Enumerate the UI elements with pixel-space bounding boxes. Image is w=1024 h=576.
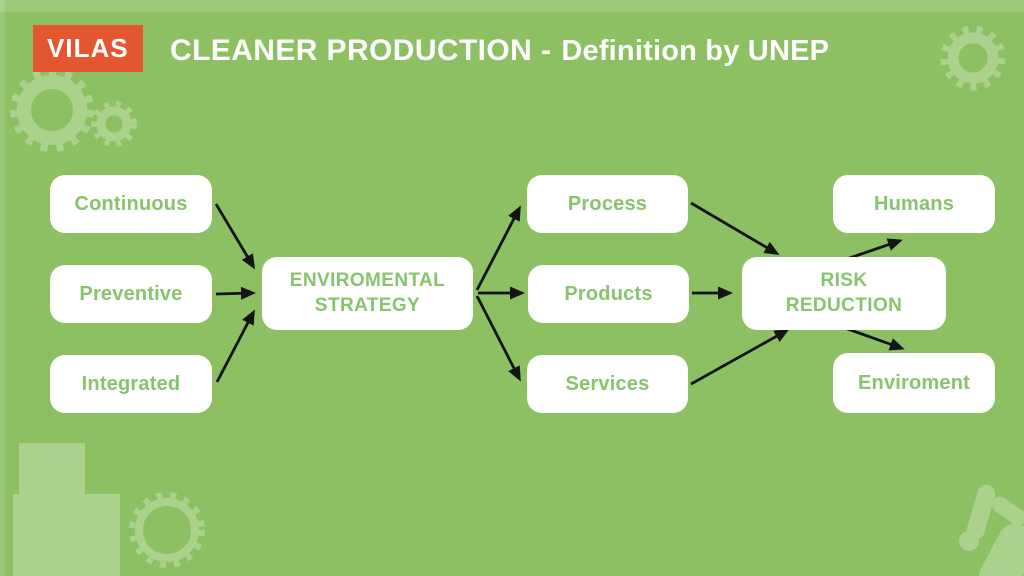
vilas-logo: VILAS [33, 25, 143, 72]
title-sub: Definition by UNEP [561, 34, 830, 67]
arrow-strategy-process [475, 205, 521, 291]
node-label: Continuous [74, 192, 188, 215]
gear-icon [129, 492, 205, 568]
left-edge-strip [0, 0, 5, 576]
node-services: Services [527, 355, 688, 413]
node-integrated: Integrated [50, 355, 212, 413]
page-title: CLEANER PRODUCTION - Definition by UNEP [170, 31, 829, 71]
node-process: Process [527, 175, 688, 233]
node-label: ENVIROMENTAL STRATEGY [289, 269, 446, 316]
arrow-integrated-strategy [215, 309, 255, 383]
node-risk-reduction: RISK REDUCTION [742, 257, 946, 330]
arrow-risk-enviroment [844, 326, 905, 351]
decoration-group [10, 25, 1024, 576]
gear-icon [91, 101, 137, 147]
node-enviroment: Enviroment [833, 353, 995, 413]
crate-boxes [13, 443, 120, 576]
arrow-services-risk [690, 329, 790, 386]
title-main: CLEANER PRODUCTION - [170, 34, 552, 67]
arrow-process-risk [690, 201, 780, 256]
top-edge-strip [0, 0, 1024, 12]
vilas-logo-text: VILAS [47, 33, 129, 63]
node-preventive: Preventive [50, 265, 212, 323]
gear-icon [10, 68, 94, 152]
arrow-preventive-strategy [215, 286, 256, 300]
node-label: Products [564, 282, 653, 305]
node-humans: Humans [833, 175, 995, 233]
node-label: Process [567, 192, 648, 215]
node-label: Services [565, 372, 650, 395]
arrow-strategy-services [475, 295, 521, 382]
node-continuous: Continuous [50, 175, 212, 233]
node-label: RISK REDUCTION [785, 269, 903, 316]
node-label: Enviroment [857, 371, 971, 394]
node-enviromental-strategy: ENVIROMENTAL STRATEGY [262, 257, 473, 330]
leaf-icon [959, 484, 1024, 576]
node-label: Preventive [79, 282, 183, 305]
gear-icon [940, 25, 1006, 91]
node-label: Integrated [81, 372, 181, 395]
node-products: Products [528, 265, 689, 323]
node-label: Humans [873, 192, 955, 215]
arrow-continuous-strategy [214, 203, 256, 270]
